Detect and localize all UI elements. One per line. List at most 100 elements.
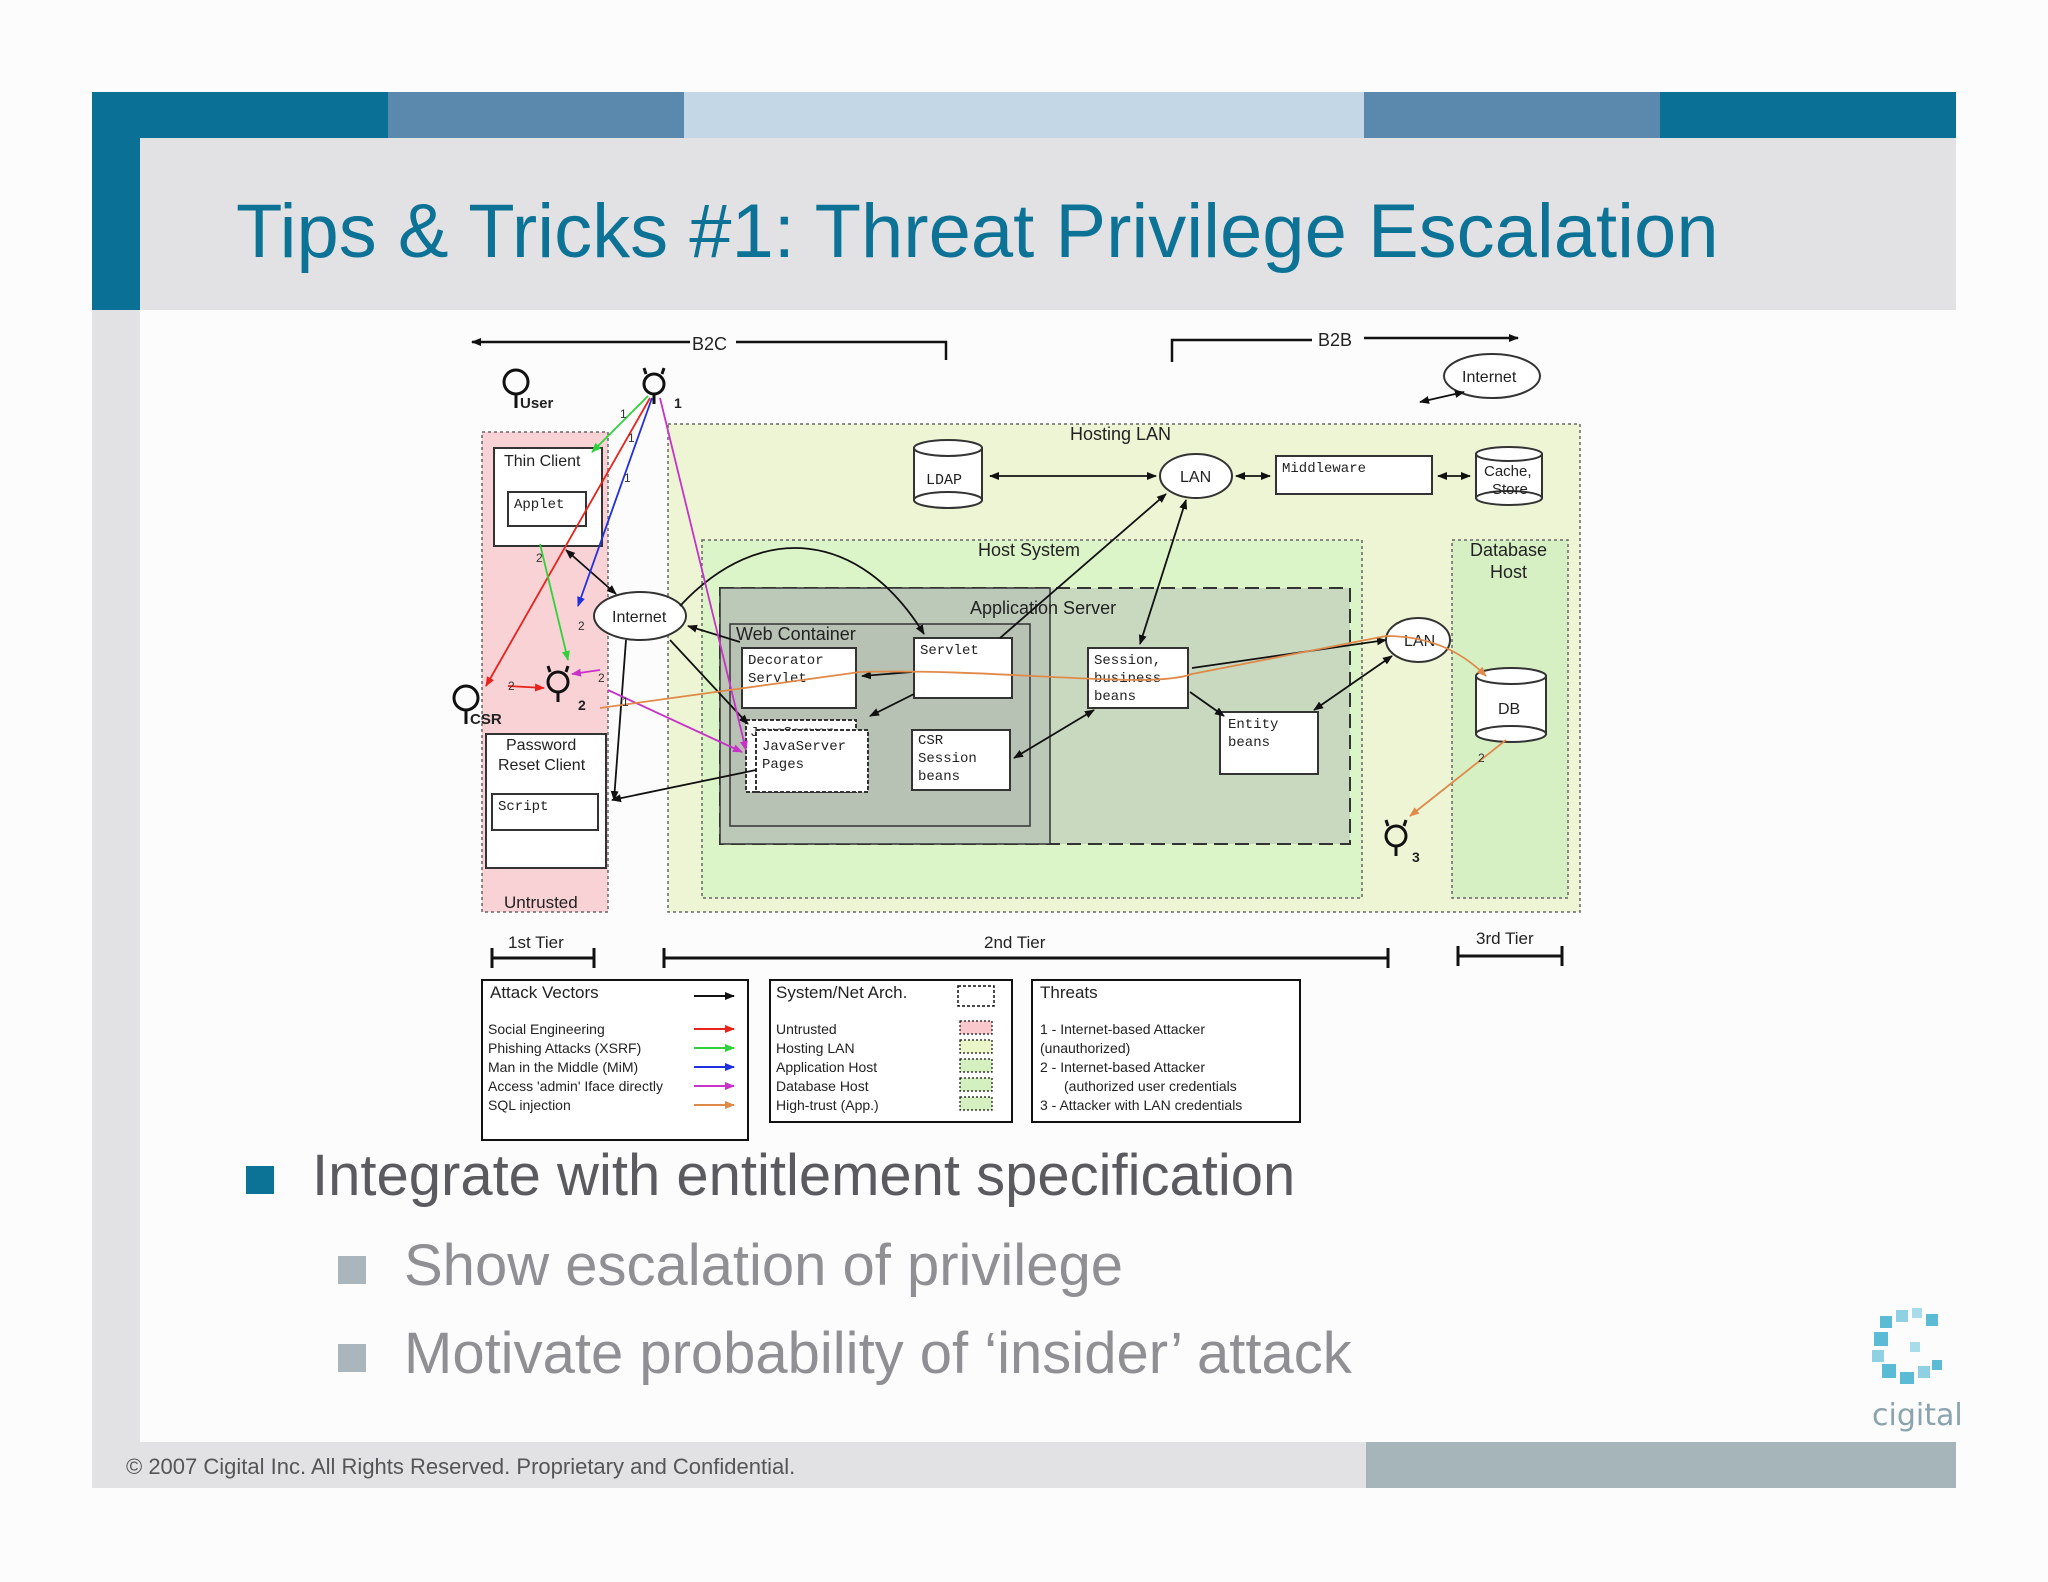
csr-label: CSR xyxy=(470,711,502,728)
conn-servlet-jsp xyxy=(869,693,915,717)
attack-step-number: 2 xyxy=(508,679,515,693)
legend-arch-item: Application Host xyxy=(776,1059,877,1075)
legend-attack-vectors: Attack Vectors xyxy=(481,979,749,1141)
conn-servlet-decorator xyxy=(861,671,913,680)
header-band-5 xyxy=(1660,92,1956,138)
legend-threats-title: Threats xyxy=(1040,983,1098,1002)
jsp-label-2: Pages xyxy=(762,757,804,773)
legend-arch-swatch xyxy=(959,1058,993,1073)
slide-title: Tips & Tricks #1: Threat Privilege Escal… xyxy=(236,189,1719,274)
b2b-line-left xyxy=(1170,338,1312,362)
attack-step-number: 2 xyxy=(578,619,585,633)
legend-arch-swatch xyxy=(959,1020,993,1035)
attack-sql-db-attacker3 xyxy=(1409,739,1507,817)
entity-label-1: Entity xyxy=(1228,717,1278,733)
decorator-label-1: Decorator xyxy=(748,653,824,669)
legend-attack-item: Man in the Middle (MiM) xyxy=(488,1059,638,1075)
csr-session-box xyxy=(911,729,1011,791)
attack-social-engineering-1 xyxy=(485,397,651,687)
conn-internet-lan xyxy=(1419,390,1465,404)
header-band-4 xyxy=(1364,92,1660,138)
decorator-label-2: Servlet xyxy=(748,671,807,687)
legend-threat-item: 2 - Internet-based Attacker xyxy=(1040,1059,1205,1075)
user-actor-icon xyxy=(502,368,530,408)
legend-arch-item: High-trust (App.) xyxy=(776,1097,879,1113)
session-label-3: beans xyxy=(1094,689,1136,705)
tier2-label: 2nd Tier xyxy=(984,933,1046,952)
servlet-label: Servlet xyxy=(920,643,979,659)
conn-session-csr xyxy=(1013,709,1095,759)
legend-attack-title: Attack Vectors xyxy=(490,983,599,1002)
conn-entity-lan xyxy=(1313,655,1393,711)
legend-arch-title: System/Net Arch. xyxy=(776,983,907,1002)
attacker-2-icon xyxy=(546,665,570,702)
attack-step-number: 1 xyxy=(622,695,629,709)
conn-lan-session xyxy=(1138,499,1188,645)
decorator-servlet-box xyxy=(741,647,857,709)
conn-servlet-lan xyxy=(999,493,1167,639)
legend-threat-item: 1 - Internet-based Attacker xyxy=(1040,1021,1205,1037)
lan-top-cloud xyxy=(1159,453,1233,499)
footer-copyright: © 2007 Cigital Inc. All Rights Reserved.… xyxy=(126,1454,796,1479)
jsp-label-1: JavaServer xyxy=(762,739,846,755)
title-area xyxy=(140,138,1956,310)
conn-internet-password xyxy=(610,639,627,801)
attack-sql-injection xyxy=(599,635,1487,709)
database-host-label-1: Database xyxy=(1470,540,1547,560)
legend-arch-item: Database Host xyxy=(776,1078,869,1094)
header-band-2 xyxy=(388,92,684,138)
threat-3-label: 3 xyxy=(1412,849,1420,865)
b2c-line-right xyxy=(736,340,948,360)
untrusted-label: Untrusted xyxy=(504,893,578,912)
cache-label-1: Cache, xyxy=(1484,463,1532,480)
session-label-1: Session, xyxy=(1094,653,1161,669)
cigital-logo-icon xyxy=(1872,1308,1942,1384)
middleware-box xyxy=(1275,455,1433,495)
application-server-label: Application Server xyxy=(970,598,1116,618)
host-system-label: Host System xyxy=(978,540,1080,560)
header-band-3 xyxy=(684,92,1364,138)
csr-sess-label-1: CSR xyxy=(918,733,944,749)
database-host-label-2: Host xyxy=(1490,562,1527,582)
attack-admin-2 xyxy=(607,689,743,753)
script-box xyxy=(491,793,599,831)
entity-beans-box xyxy=(1219,711,1319,775)
legend-arch-swatch xyxy=(959,1039,993,1054)
attack-admin-3 xyxy=(571,668,601,677)
header-band-1 xyxy=(92,92,388,138)
attacker-1-icon xyxy=(642,367,666,404)
jsp-box xyxy=(755,729,869,793)
servlet-box xyxy=(913,637,1013,699)
db-cylinder xyxy=(1475,667,1547,743)
applet-label: Applet xyxy=(514,497,564,513)
internet-top-label: Internet xyxy=(1462,369,1517,386)
attack-social-engineering-2 xyxy=(507,683,545,692)
cache-label-2: Store xyxy=(1492,481,1528,498)
sub-bullet-1: Show escalation of privilege xyxy=(404,1233,1123,1298)
thin-client-label: Thin Client xyxy=(504,453,581,470)
threat-2-label: 2 xyxy=(578,697,586,713)
conn-session-entity xyxy=(1189,691,1225,717)
internet-top-cloud xyxy=(1443,353,1541,399)
attack-step-number: 2 xyxy=(536,551,543,565)
legend-attack-item: Social Engineering xyxy=(488,1021,605,1037)
ldap-label: LDAP xyxy=(926,472,962,489)
attack-step-number: 1 xyxy=(624,471,631,485)
legend-attack-item: SQL injection xyxy=(488,1097,571,1113)
legend-arch-swatch xyxy=(959,1077,993,1092)
web-container-label: Web Container xyxy=(736,624,856,644)
attack-step-number: 1 xyxy=(628,431,635,445)
ldap-cylinder xyxy=(913,439,983,509)
conn-session-lan xyxy=(1191,637,1387,669)
b2b-label: B2B xyxy=(1318,330,1352,350)
cache-store-cylinder xyxy=(1475,446,1543,506)
internet-left-cloud xyxy=(593,591,687,641)
attacker-3-icon xyxy=(1384,819,1408,856)
conn-decorator-internet xyxy=(687,624,741,643)
legend-attack-item: Access 'admin' Iface directly xyxy=(488,1078,663,1094)
legend-arch-item: Untrusted xyxy=(776,1021,837,1037)
password-label-1: Password xyxy=(506,737,576,754)
applet-box xyxy=(507,491,587,527)
csr-actor-icon xyxy=(452,684,480,724)
